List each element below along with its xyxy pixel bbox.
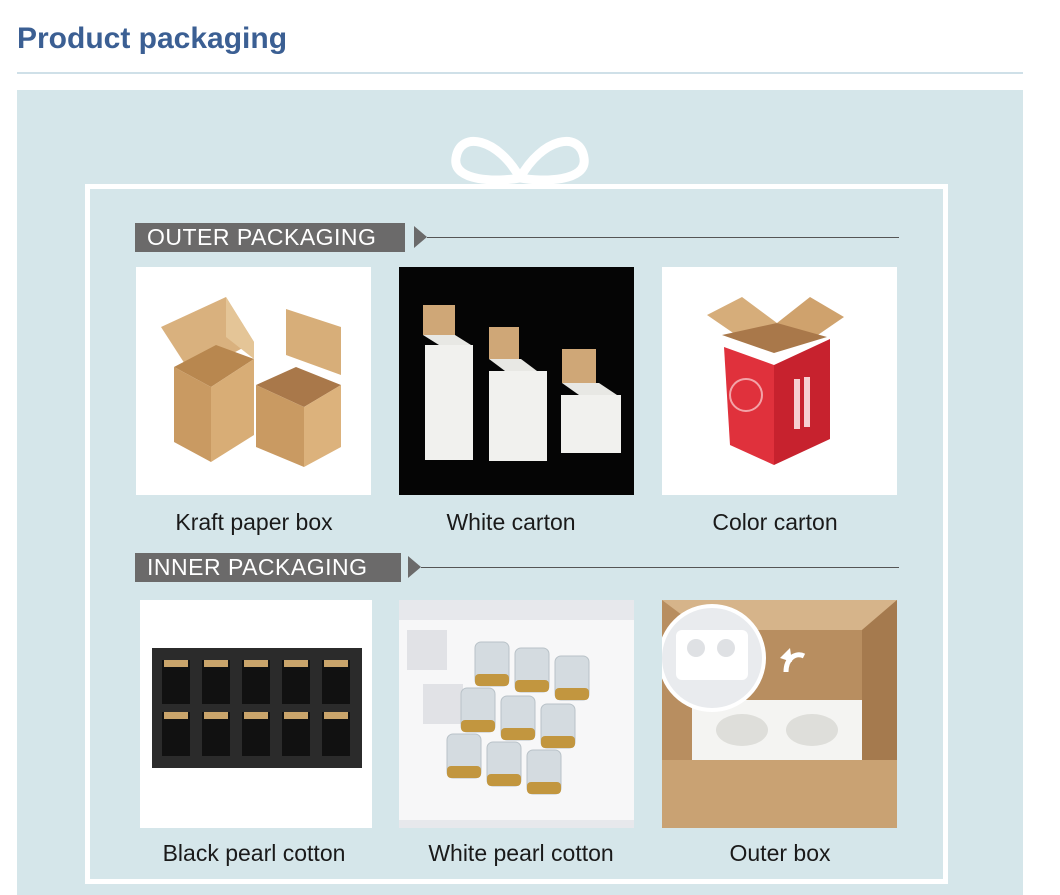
outer-tag-arrow-icon bbox=[414, 226, 427, 248]
gift-bow-icon bbox=[451, 137, 589, 185]
gift-box-frame bbox=[85, 184, 948, 884]
inner-section-line bbox=[421, 567, 899, 568]
kraft-paper-box-photo bbox=[136, 267, 371, 495]
white-pearl-cotton-photo bbox=[399, 600, 634, 828]
inner-packaging-label: INNER PACKAGING bbox=[135, 553, 401, 582]
outer-packaging-label: OUTER PACKAGING bbox=[135, 223, 405, 252]
outer-box-caption: Outer box bbox=[729, 840, 831, 866]
page-title: Product packaging bbox=[17, 22, 288, 55]
kraft-paper-box-caption: Kraft paper box bbox=[175, 509, 333, 535]
inner-tag-arrow-icon bbox=[408, 556, 421, 578]
color-carton-caption: Color carton bbox=[712, 509, 838, 535]
white-pearl-cotton-caption: White pearl cotton bbox=[428, 840, 614, 866]
white-carton-photo bbox=[399, 267, 634, 495]
white-carton-caption: White carton bbox=[446, 509, 576, 535]
outer-box-photo bbox=[662, 600, 897, 828]
outer-section-line bbox=[427, 237, 899, 238]
title-divider bbox=[17, 72, 1023, 74]
black-pearl-cotton-photo bbox=[140, 600, 372, 828]
color-carton-photo bbox=[662, 267, 897, 495]
black-pearl-cotton-caption: Black pearl cotton bbox=[162, 840, 346, 866]
